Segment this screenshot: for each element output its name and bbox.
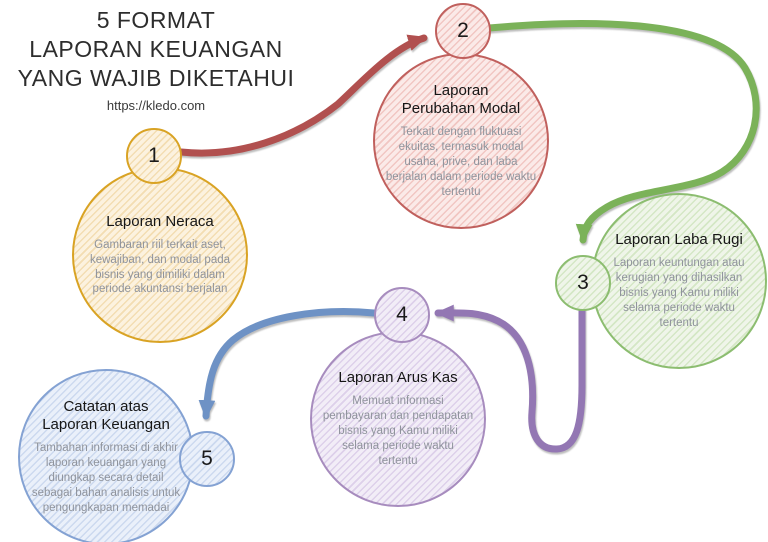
title-block: 5 FORMAT LAPORAN KEUANGAN YANG WAJIB DIK… [6, 6, 306, 113]
arrow-step1-to-step2 [177, 34, 428, 157]
step-number-badge: 1 [126, 128, 182, 184]
step-number-badge: 3 [555, 255, 611, 311]
step-description: Gambaran riil terkait aset, kewajiban, d… [89, 238, 231, 296]
step-title: Catatan atas Laporan Keuangan [42, 398, 170, 434]
step-description: Laporan keuntungan atau kerugian yang di… [613, 257, 745, 329]
page-title-line-3: YANG WAJIB DIKETAHUI [17, 65, 295, 91]
step-bubble: Laporan Arus Kas Memuat informasi pembay… [310, 331, 486, 507]
step-title: Laporan Arus Kas [338, 369, 458, 387]
step-title: Laporan Perubahan Modal [401, 82, 521, 118]
step-number-badge: 2 [435, 3, 491, 59]
step-description: Tambahan informasi di akhir laporan keua… [31, 442, 181, 514]
step-number-badge: 5 [179, 431, 235, 487]
arrow-step2-to-step3 [485, 20, 760, 244]
step-title: Laporan Laba Rugi [615, 231, 743, 249]
step-description: Terkait dengan fluktuasi ekuitas, termas… [385, 126, 537, 198]
arrow-step4-to-step5 [198, 308, 378, 420]
page-title-line-1: 5 FORMAT [96, 7, 216, 33]
step-description: Memuat informasi pembayaran dan pendapat… [322, 395, 474, 467]
arrow-step3-to-step4 [434, 303, 586, 453]
step-bubble: Laporan Neraca Gambaran riil terkait ase… [72, 167, 248, 343]
step-title: Laporan Neraca [106, 212, 214, 230]
page-title-line-2: LAPORAN KEUANGAN [29, 36, 283, 62]
site-url: https://kledo.com [106, 98, 206, 113]
step-bubble: Laporan Perubahan Modal Terkait dengan f… [373, 53, 549, 229]
step-bubble: Catatan atas Laporan Keuangan Tambahan i… [18, 369, 194, 542]
step-number-badge: 4 [374, 287, 430, 343]
step-bubble: Laporan Laba Rugi Laporan keuntungan ata… [591, 193, 767, 369]
